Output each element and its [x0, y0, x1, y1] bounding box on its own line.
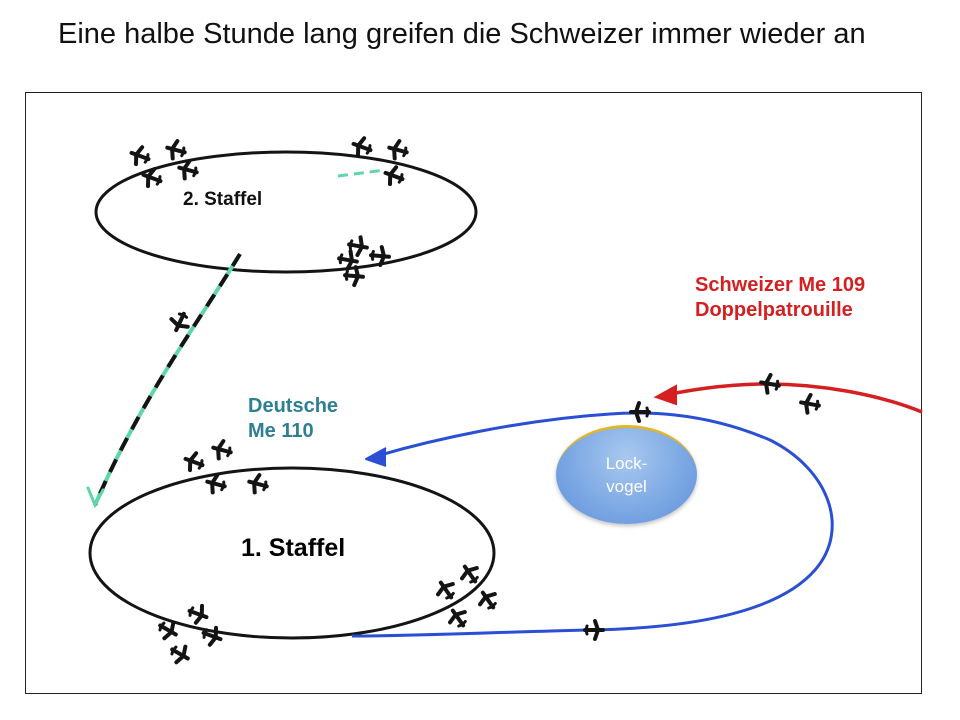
swiss-arrowhead-icon	[653, 384, 677, 406]
aircraft-icon	[166, 308, 194, 336]
diagram-frame	[25, 92, 922, 694]
descent-path-green	[93, 252, 242, 506]
aircraft-icon	[208, 436, 236, 464]
swiss-label-line1: Schweizer Me 109	[695, 274, 866, 296]
lockvogel-path	[351, 411, 834, 638]
descent-path-black	[93, 252, 242, 506]
aircraft-icon	[473, 585, 503, 615]
aircraft-icon	[138, 164, 166, 192]
german-label-line2: Me 110	[248, 420, 314, 442]
aircraft-icon	[184, 600, 212, 628]
aircraft-icon	[126, 142, 154, 170]
german-me110-label: Deutsche Me 110	[248, 394, 338, 444]
staffel2-green-segment	[337, 168, 386, 178]
aircraft-icon	[244, 470, 272, 498]
staffel2-orbit	[94, 150, 478, 274]
swiss-attack-path	[659, 382, 923, 414]
staffel2-label: 2. Staffel	[183, 189, 263, 210]
aircraft-icon	[583, 619, 605, 641]
staffel1-label: 1. Staffel	[241, 534, 346, 562]
aircraft-icon	[198, 622, 226, 650]
slide-title: Eine halbe Stunde lang greifen die Schwe…	[58, 18, 866, 50]
swiss-label-line2: Doppelpatrouille	[695, 299, 853, 321]
descent-arrowhead-icon	[86, 486, 105, 509]
aircraft-icon	[162, 136, 190, 164]
aircraft-icon	[165, 639, 195, 669]
aircraft-icon	[431, 575, 461, 605]
aircraft-icon	[380, 162, 408, 190]
aircraft-icon	[384, 136, 412, 164]
aircraft-icon	[797, 391, 823, 417]
lockvogel-arrowhead-icon	[365, 447, 387, 467]
aircraft-icon	[443, 603, 473, 633]
aircraft-icon	[180, 448, 208, 476]
aircraft-icon	[757, 371, 783, 397]
lockvogel-line1: Lock-	[605, 454, 648, 474]
lockvogel-line2: vogel	[606, 477, 647, 496]
aircraft-icon	[455, 559, 485, 589]
swiss-me109-label: Schweizer Me 109 Doppelpatrouille	[695, 273, 865, 323]
staffel1-orbit	[88, 466, 496, 640]
german-label-line1: Deutsche	[248, 395, 339, 417]
aircraft-icon	[629, 401, 651, 423]
lockvogel-bubble: Lock- vogel	[556, 425, 697, 524]
